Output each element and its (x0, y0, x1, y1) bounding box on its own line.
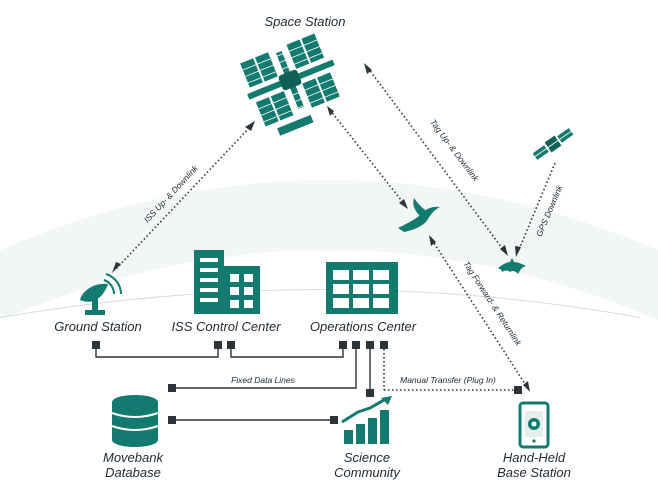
bird-icon (398, 198, 440, 232)
endpoint (214, 341, 222, 349)
endpoint (168, 416, 176, 424)
bat-icon (498, 258, 526, 274)
endpoint (380, 341, 388, 349)
horizon-glow (0, 180, 658, 320)
arrow-bat-gps (515, 246, 521, 257)
science-label-line2: Community (334, 465, 401, 480)
endpoint (366, 389, 374, 397)
fixed-data-line (172, 345, 357, 389)
handheld-device-icon (518, 401, 550, 449)
arrow-bird-forward (429, 235, 436, 246)
movebank-label-line1: Movebank (103, 450, 164, 465)
arrow-iss-right (327, 106, 334, 116)
earth-shade (0, 290, 658, 495)
fixed-data-lines-label: Fixed Data Lines (231, 375, 296, 385)
handheld-label-line1: Hand-Held (503, 450, 566, 465)
operations-center-icon (326, 262, 398, 314)
ground-to-iss-line (95, 345, 219, 358)
arrow-handheld (523, 381, 530, 392)
data-lines (95, 345, 371, 421)
space-station-icon (240, 33, 340, 136)
gps-downlink-line (517, 162, 556, 253)
endpoint (366, 341, 374, 349)
endpoint (330, 416, 338, 424)
arrow-bird-top (399, 199, 408, 209)
tag-forward-return-line (431, 239, 528, 388)
handheld-label-line2: Base Station (497, 465, 571, 480)
line-endpoints (92, 341, 522, 424)
arrow-bat-tag (500, 245, 508, 256)
endpoint (514, 386, 522, 394)
arrowheads (112, 63, 530, 392)
ground-station-icon (80, 273, 122, 315)
dotted-links (114, 67, 556, 391)
space-station-label: Space Station (265, 14, 346, 29)
science-chart-icon (341, 396, 392, 444)
iss-to-bird-line (329, 109, 406, 206)
endpoint (339, 341, 347, 349)
gps-satellite-icon (532, 128, 574, 160)
operations-center-label: Operations Center (310, 319, 417, 334)
movebank-label-line2: Database (105, 465, 161, 480)
iss-to-ops-line (230, 345, 344, 358)
endpoint (227, 341, 235, 349)
arrow-ground-station (112, 262, 121, 273)
endpoint (168, 384, 176, 392)
arrow-station-tag (364, 63, 372, 74)
iss-control-center-icon (194, 250, 260, 314)
endpoint (92, 341, 100, 349)
endpoint (352, 341, 360, 349)
database-icon (111, 395, 159, 447)
arrow-iss-left (245, 121, 255, 131)
iss-up-downlink-line (114, 124, 253, 271)
ground-station-label: Ground Station (54, 319, 141, 334)
manual-transfer-label: Manual Transfer (Plug In) (400, 375, 496, 385)
science-label-line1: Science (344, 450, 390, 465)
iss-control-center-label: ISS Control Center (171, 319, 281, 334)
